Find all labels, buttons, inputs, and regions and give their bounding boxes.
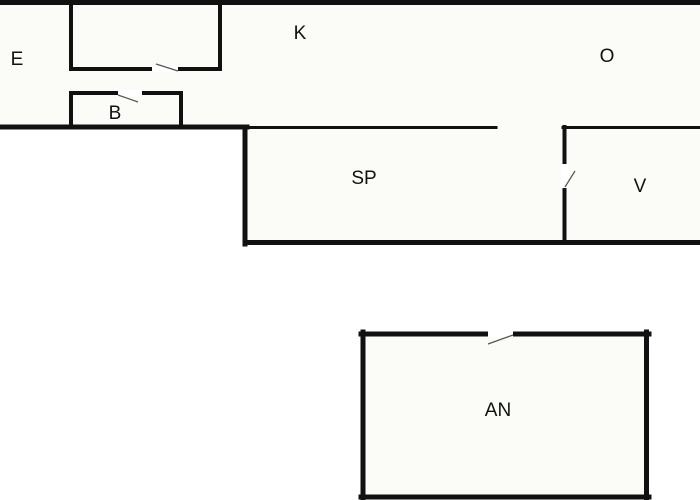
- room-labels: E K O B SP V AN: [11, 23, 647, 421]
- door-annex-leaf: [487, 334, 514, 345]
- door-bathroom-opening: [118, 90, 142, 96]
- door-annex: [487, 331, 514, 345]
- door-bathroom: [117, 90, 142, 103]
- annex-floor-area: [363, 334, 647, 496]
- door-closet: [152, 63, 179, 72]
- room-label-b: B: [109, 103, 122, 124]
- lower-wing-floor-area: [245, 127, 700, 244]
- door-v: [561, 164, 576, 188]
- doors: [117, 63, 576, 345]
- floor-areas: [0, 3, 700, 496]
- door-v-opening: [561, 164, 568, 188]
- door-closet-opening: [152, 66, 178, 72]
- room-label-o: O: [600, 46, 615, 67]
- room-label-an: AN: [485, 400, 511, 421]
- room-label-e: E: [11, 49, 24, 70]
- main-floor-area: [0, 3, 700, 128]
- room-label-k: K: [294, 23, 307, 44]
- room-label-v: V: [634, 176, 647, 197]
- door-v-leaf: [564, 170, 576, 188]
- door-bathroom-leaf: [117, 94, 139, 103]
- door-closet-leaf: [155, 63, 179, 72]
- room-label-sp: SP: [351, 168, 376, 189]
- door-annex-opening: [488, 331, 513, 337]
